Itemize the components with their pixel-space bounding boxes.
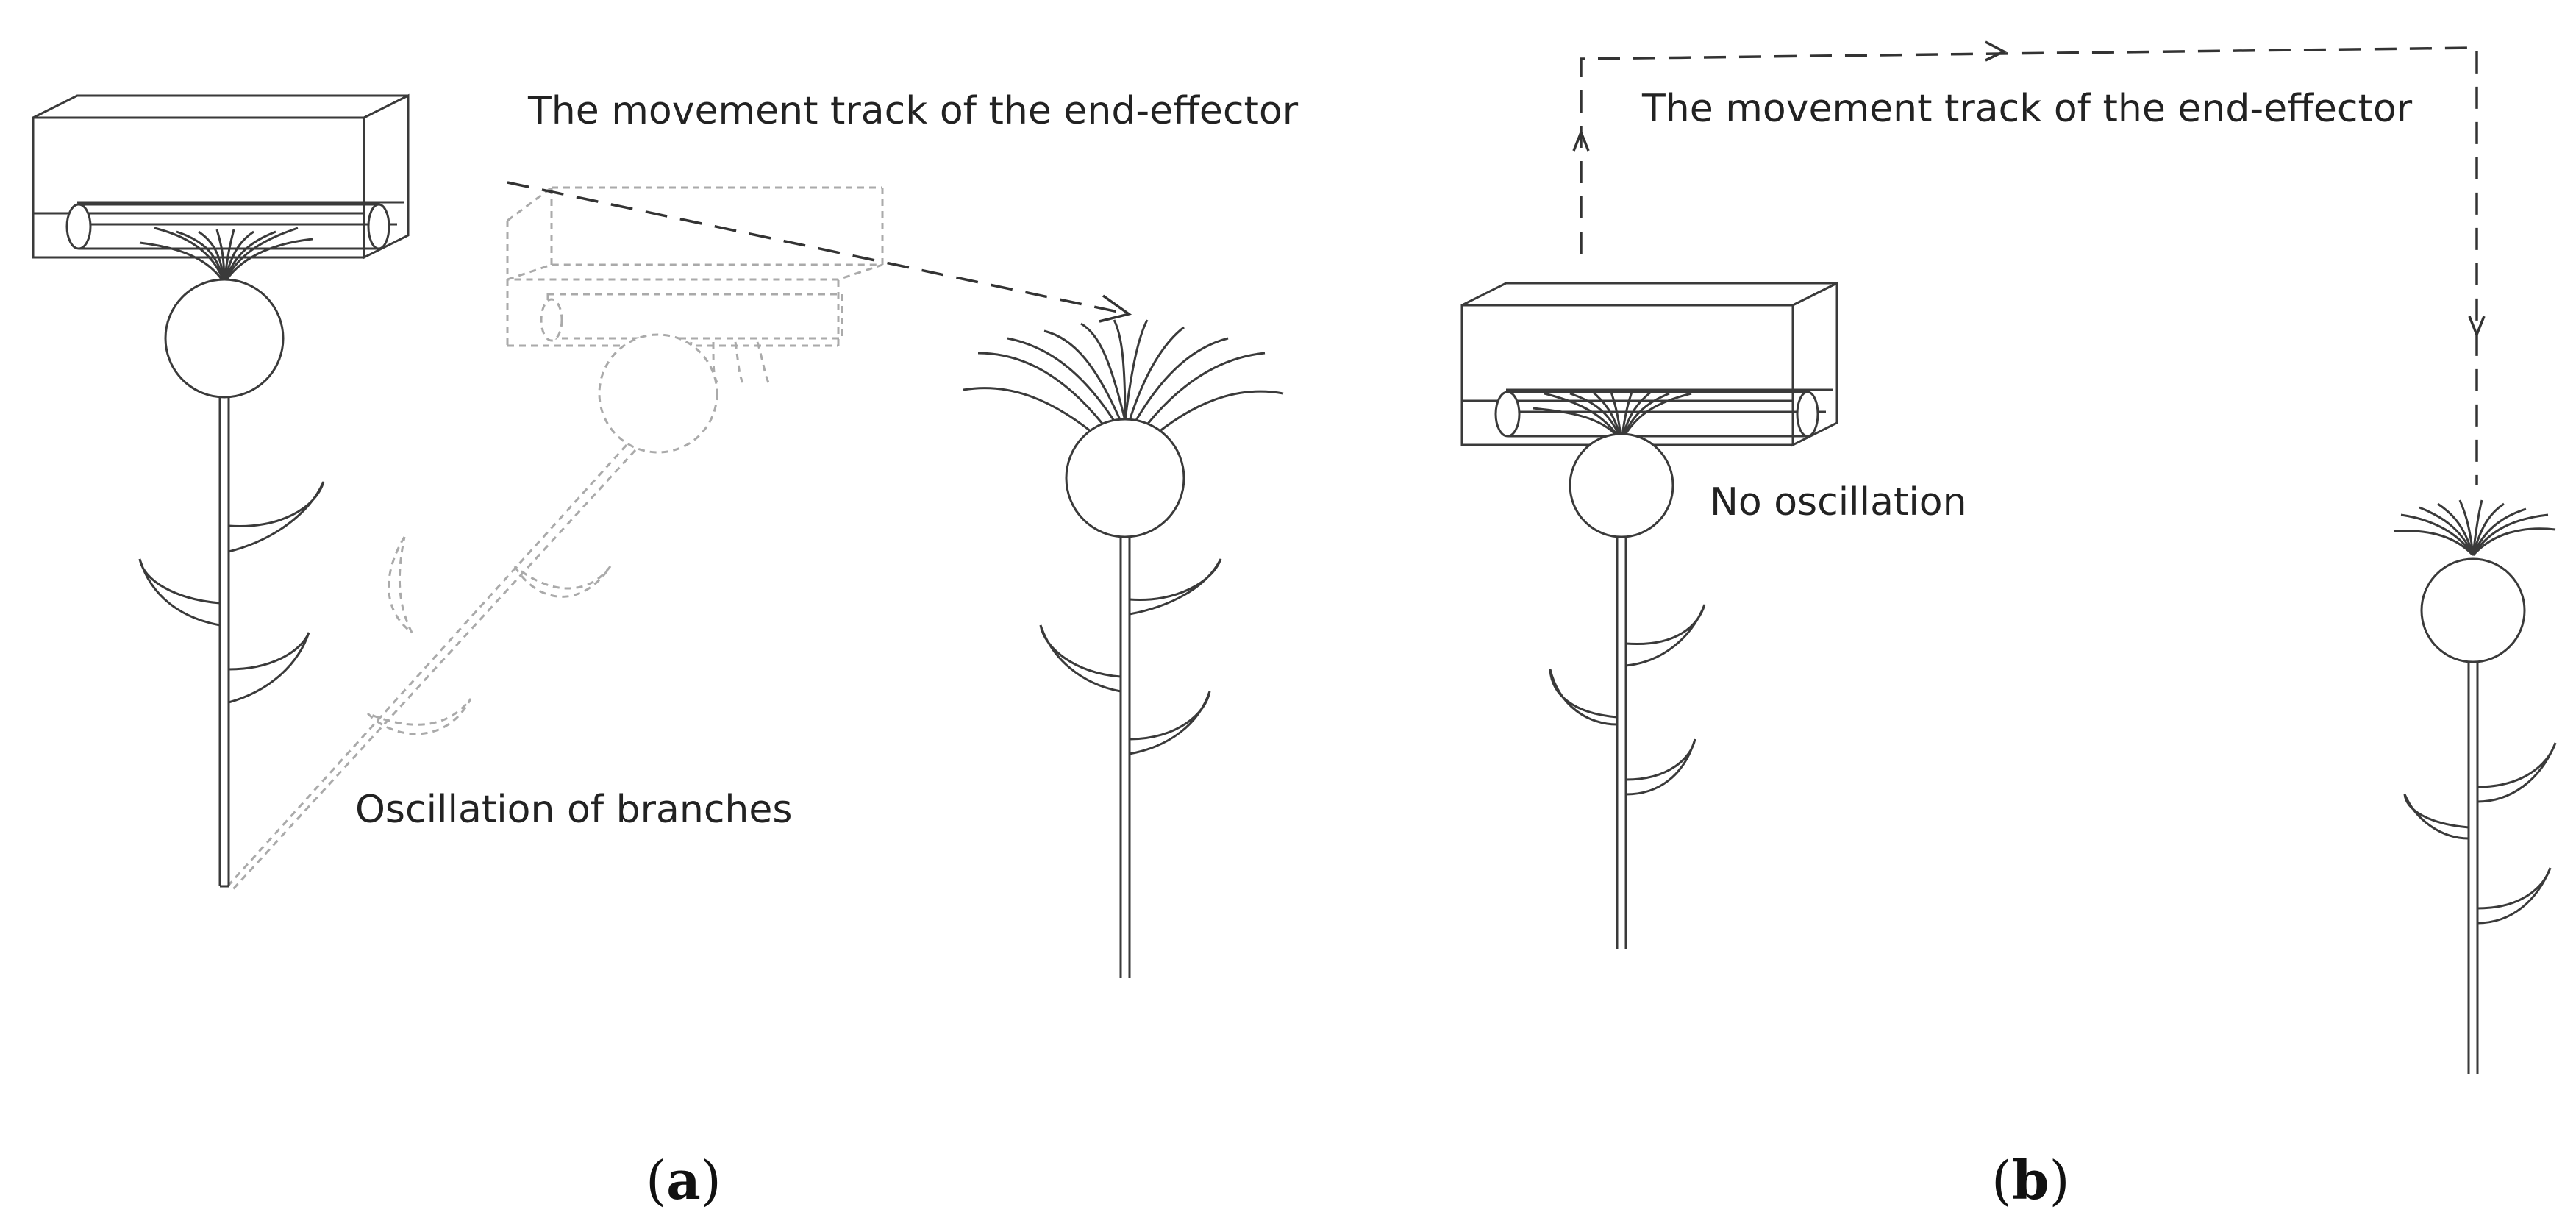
oscillation-label-a: Oscillation of branches [355,788,792,832]
movement-track-arrow-a [507,181,1132,323]
track-label-a: The movement track of the end-effector [527,89,1299,133]
oscillated-plant-ghost [223,186,884,891]
end-effector-b [1460,282,1838,446]
panel-a: The movement track of the end-effector O… [32,89,1299,1211]
panel-b: The movement track of the end-effector N… [1460,40,2557,1211]
movement-track-arrow-b [1572,40,2486,485]
target-plant-b [2393,499,2557,1074]
plant-held-b [1533,389,1706,949]
oscillation-label-b: No oscillation [1710,480,1967,524]
plant-held-a [138,227,325,888]
end-effector-start [32,94,410,259]
caption-a: (a) [646,1149,721,1211]
caption-b: (b) [1991,1149,2070,1211]
track-label-b: The movement track of the end-effector [1641,87,2413,131]
target-plant-a [962,318,1285,980]
